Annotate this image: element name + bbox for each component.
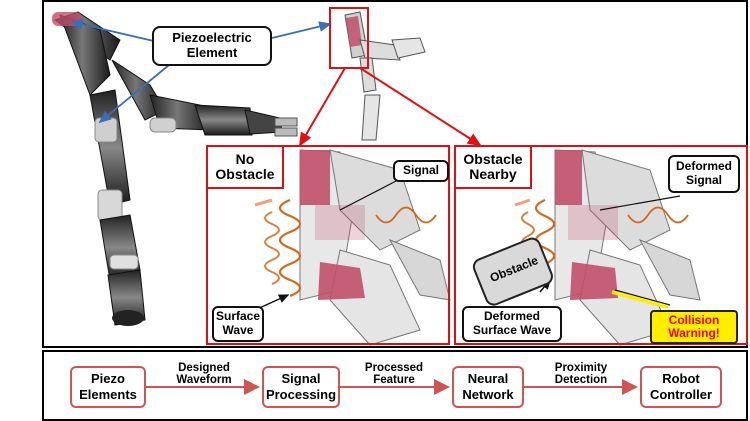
tag-no-obstacle: No Obstacle [206,145,284,189]
no-obstacle-line2: Obstacle [215,166,275,182]
node-1-line1: Piezo [91,371,125,387]
pipeline-edge-proximity-detection: Proximity Detection [542,362,620,386]
warning-line1: Collision [668,312,720,327]
warning-line2: Warning! [668,326,720,340]
obstacle-block [472,237,553,306]
node-2-line1: Signal [281,371,321,387]
large-robot-arm [52,11,298,326]
node-1-line2: Elements [79,387,137,402]
node-3-line2: Network [462,387,514,402]
surface-wave-label: Surface Wave [212,306,264,342]
edge-3-line1: Proximity [554,362,608,374]
pipeline-node-signal-processing: Signal Processing [262,366,340,408]
edge-2-line1: Processed [364,362,424,374]
surface-wave-line2: Wave [222,323,254,337]
piezoelectric-label: Piezoelectric Element [152,26,272,66]
pipeline-node-neural-network: Neural Network [452,366,524,408]
tag-obstacle-nearby: Obstacle Nearby [454,145,532,189]
collision-warning-badge: Collision Warning! [650,310,738,344]
small-robot-arm [344,11,426,141]
deformed-signal-line1: Deformed [675,159,732,174]
node-4-line2: Controller [649,387,713,402]
edge-3-line2: Detection [554,374,608,387]
signal-text: Signal [402,163,439,178]
panel-obstacle-nearby [454,145,748,345]
piezo-line1: Piezoelectric [172,30,252,46]
deformed-signal-label: Deformed Signal [668,155,740,193]
no-obstacle-line1: No [235,150,255,167]
obstacle-nearby-line2: Nearby [469,166,517,182]
node-3-line1: Neural [467,371,509,387]
node-4-line1: Robot [662,371,700,387]
signal-label: Signal [393,160,449,182]
pipeline-node-piezo-elements: Piezo Elements [70,366,146,408]
edge-1-line2: Waveform [176,374,232,387]
pipeline-edge-designed-waveform: Designed Waveform [168,362,240,386]
pipeline-edge-processed-feature: Processed Feature [356,362,432,386]
edge-2-line2: Feature [373,374,415,387]
deformed-signal-line2: Signal [685,173,722,187]
node-2-line2: Processing [265,387,337,402]
deformed-wave-line1: Deformed [483,309,540,324]
deformed-wave-line2: Surface Wave [472,323,552,337]
deformed-surface-wave-label: Deformed Surface Wave [462,306,562,342]
piezo-line2: Element [186,45,238,60]
obstacle-nearby-line1: Obstacle [463,150,523,167]
panel-no-obstacle [206,145,450,345]
edge-1-line1: Designed [178,362,230,374]
pipeline-node-robot-controller: Robot Controller [640,366,722,408]
surface-wave-line1: Surface [215,309,261,324]
